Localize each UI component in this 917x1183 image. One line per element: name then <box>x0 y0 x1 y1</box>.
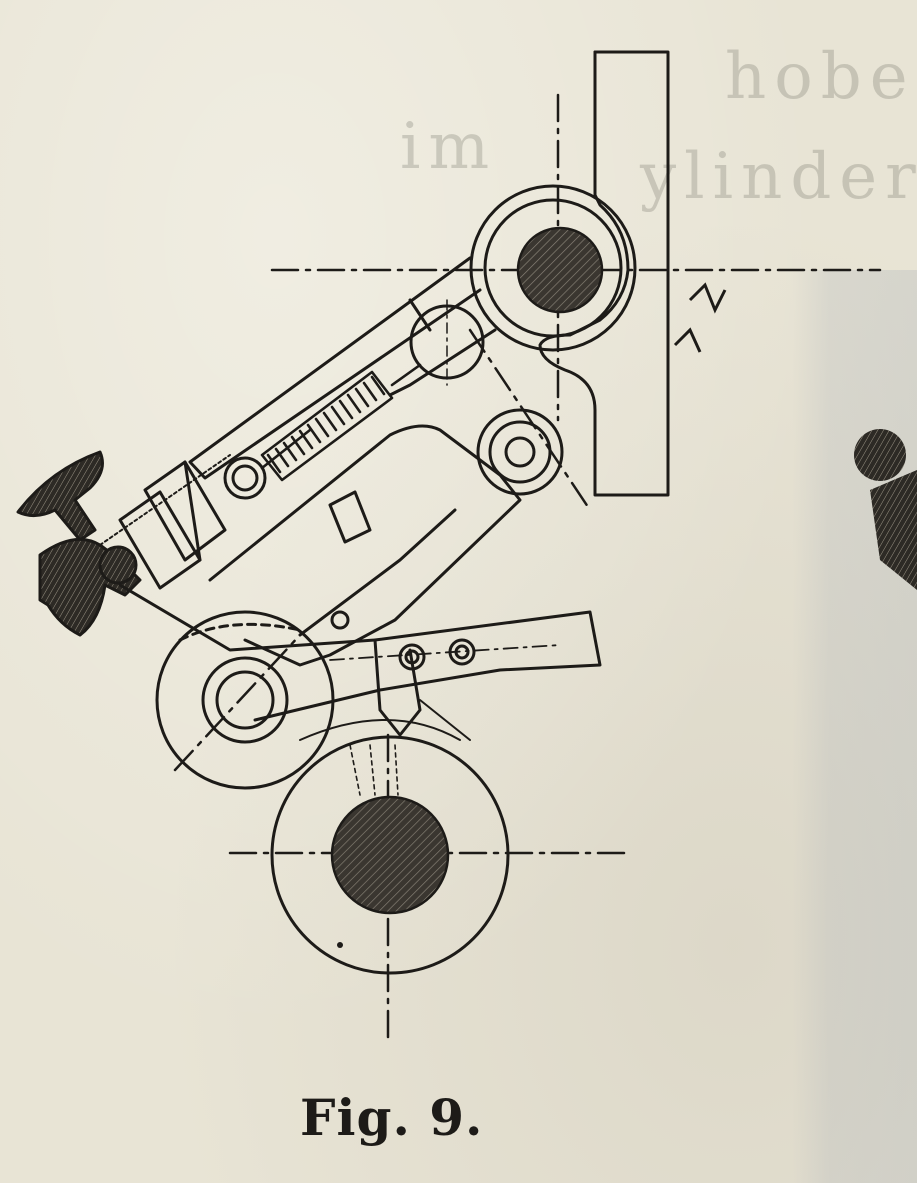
show-through-text-3: ylinder <box>640 140 917 214</box>
upright-bracket <box>538 50 670 497</box>
middle-roller <box>476 408 564 496</box>
center-lines <box>173 93 882 1047</box>
follower-lever <box>118 583 602 722</box>
upper-pivot-boss <box>469 184 637 352</box>
thumb-nut-upper <box>16 450 104 542</box>
figure-caption: Fig. 9. <box>300 1088 484 1147</box>
show-through-text-2: im <box>400 110 498 184</box>
link-pin <box>328 490 372 544</box>
cam-disk <box>270 735 510 975</box>
thumb-nut-lower <box>38 537 142 637</box>
lever-bolt-1 <box>398 643 426 671</box>
tension-spring <box>260 363 422 482</box>
pencil-marks <box>673 282 727 353</box>
adjacent-figure-fragment <box>854 429 906 481</box>
middle-link <box>208 424 522 667</box>
spring-eye <box>223 456 267 500</box>
lower-pivot-disk <box>155 610 335 790</box>
upper-arm <box>188 256 482 480</box>
upper-shaft-section <box>516 226 604 314</box>
adjustment-block <box>99 454 231 590</box>
show-through-text-1: hoben <box>725 40 917 114</box>
cam-shaft-section <box>330 795 450 915</box>
page-edge-shadow <box>792 270 917 1183</box>
